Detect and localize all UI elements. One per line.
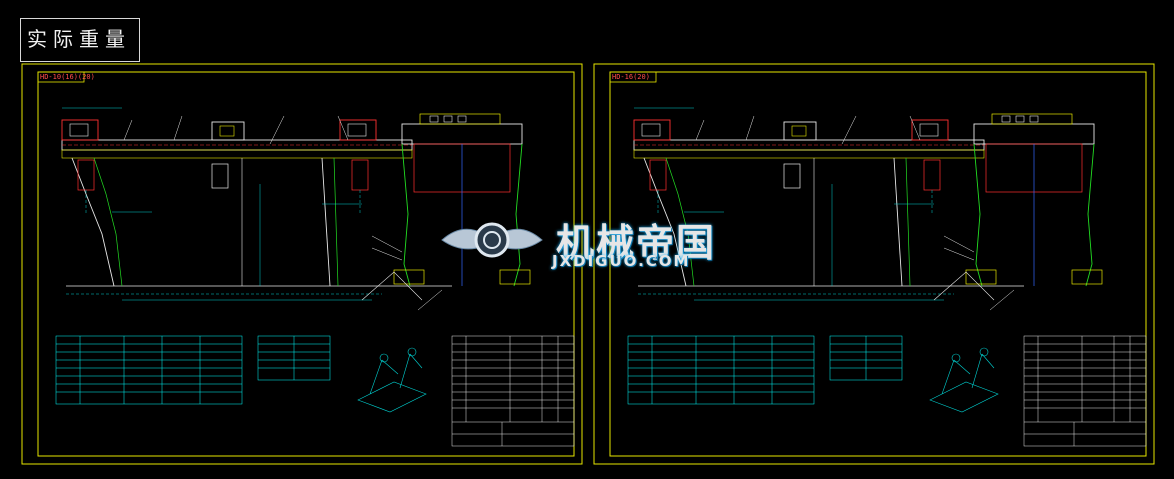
watermark-emblem-icon bbox=[441, 222, 543, 258]
sheet-title-left: HD-10(16)(20) bbox=[40, 73, 95, 81]
sheet-title-right: HD-16(20) bbox=[612, 73, 650, 81]
drawing-sheet-left: HD-10(16)(20) bbox=[21, 63, 583, 465]
drawing-sheet-right: HD-16(20) bbox=[593, 63, 1155, 465]
tag-label: 实际重量 bbox=[20, 18, 140, 62]
